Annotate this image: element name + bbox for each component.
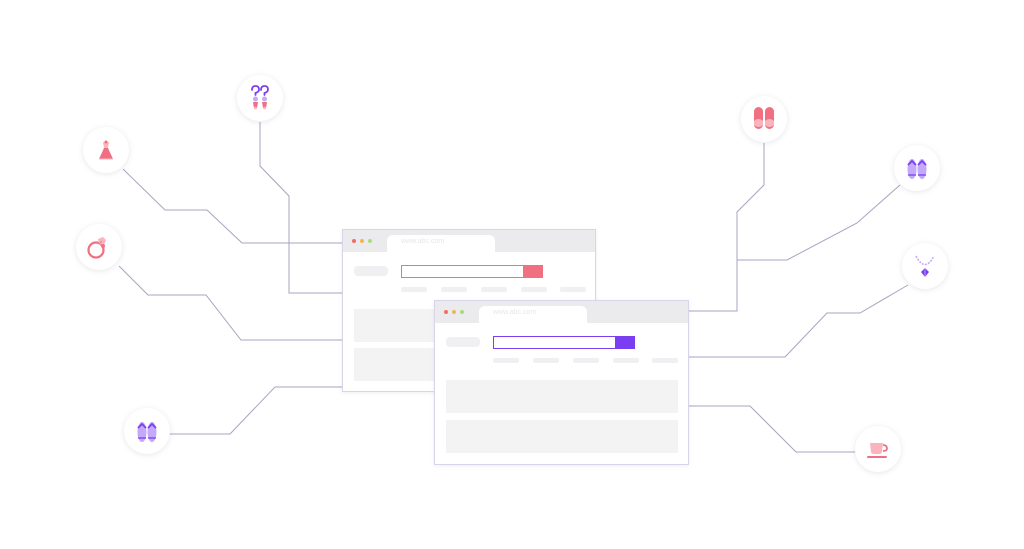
search-button[interactable] (523, 265, 543, 278)
connector-flipflops-right (737, 184, 901, 261)
address-url: www.abc.com (401, 238, 445, 245)
window-maximize-dot[interactable] (368, 239, 372, 243)
connector-earrings (259, 122, 342, 294)
search-input[interactable] (493, 336, 616, 349)
nav-item[interactable] (533, 358, 559, 363)
window-minimize-dot[interactable] (360, 239, 364, 243)
flip-flops-icon (124, 408, 170, 454)
browser-tab[interactable]: www.abc.com (387, 235, 495, 252)
nav-item[interactable] (441, 287, 467, 292)
connector-slippers (688, 143, 765, 312)
browser-chrome: www.abc.com (343, 230, 595, 252)
nav-item[interactable] (493, 358, 519, 363)
content-block (446, 380, 678, 413)
browser-chrome: www.abc.com (435, 301, 688, 323)
nav-item[interactable] (481, 287, 507, 292)
content-block (446, 420, 678, 453)
browser-tab[interactable]: www.abc.com (479, 306, 587, 323)
earrings-icon (237, 75, 283, 121)
window-close-dot[interactable] (444, 310, 448, 314)
logo-placeholder (354, 266, 388, 276)
dress-icon (83, 127, 129, 173)
nav-item[interactable] (401, 287, 427, 292)
nav-item[interactable] (521, 287, 547, 292)
nav-item[interactable] (573, 358, 599, 363)
window-close-dot[interactable] (352, 239, 356, 243)
teacup-icon (855, 426, 901, 472)
logo-placeholder (446, 337, 480, 347)
flip-flops-icon (894, 145, 940, 191)
ring-icon (76, 224, 122, 270)
window-minimize-dot[interactable] (452, 310, 456, 314)
connector-dress (122, 168, 342, 244)
connector-ring (118, 265, 342, 341)
browser-window-front: www.abc.com (434, 300, 689, 465)
nav-item[interactable] (613, 358, 639, 363)
search-input[interactable] (401, 265, 524, 278)
slippers-icon (741, 96, 787, 142)
nav-item[interactable] (560, 287, 586, 292)
address-url: www.abc.com (493, 309, 537, 316)
window-maximize-dot[interactable] (460, 310, 464, 314)
search-button[interactable] (615, 336, 635, 349)
necklace-icon (902, 243, 948, 289)
connector-teacup (688, 405, 857, 453)
connector-necklace (688, 284, 909, 358)
connector-flipflops-left (169, 386, 342, 435)
nav-item[interactable] (652, 358, 678, 363)
